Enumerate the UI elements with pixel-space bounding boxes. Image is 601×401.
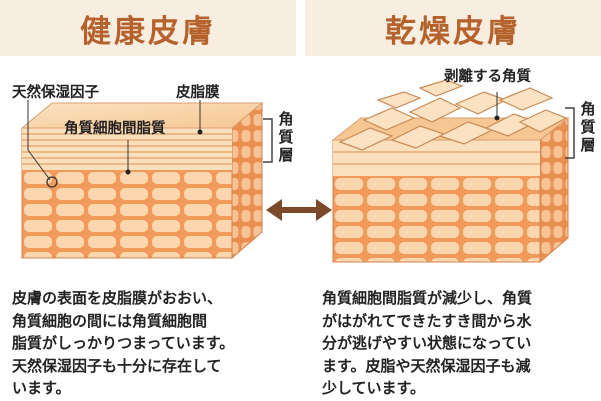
dry-desc-line: 分が逃げやすい状態になってい — [322, 334, 532, 352]
healthy-skin-header: 健康皮膚 — [0, 0, 296, 56]
healthy-desc-line: 皮膚の表面を皮脂膜がおおい、 — [12, 289, 223, 307]
healthy-skin-description: 皮膚の表面を皮脂膜がおおい、 角質細胞の間には角質細胞間 脂質がしっかりつまって… — [12, 287, 297, 400]
flaking-label: 剥離する角質 — [444, 69, 531, 85]
healthy-desc-line: 角質細胞の間には角質細胞間 — [12, 311, 208, 330]
healthy-skin-block — [20, 100, 273, 260]
healthy-desc-line: 脂質がしっかりつまっています。 — [12, 334, 235, 352]
sebum-label: 皮脂膜 — [176, 85, 220, 101]
stratum-corneum-label: 角質層 — [278, 110, 294, 164]
dry-desc-line: 少しています。 — [322, 379, 426, 397]
dry-skin-description: 角質細胞間脂質が減少し、角質 がはがれてできたすき間から水 分が逃げやすい状態に… — [322, 287, 597, 400]
comparison-arrow-icon — [266, 199, 332, 221]
healthy-desc-line: 天然保湿因子も十分に存在して — [12, 356, 222, 375]
healthy-desc-line: います。 — [12, 379, 71, 397]
healthy-skin-title: 健康皮膚 — [80, 13, 216, 50]
dry-skin-title: 乾燥皮膚 — [385, 13, 521, 50]
dry-desc-line: がはがれてできたすき間から水 — [322, 311, 532, 330]
lipid-label: 角質細胞間脂質 — [64, 121, 166, 137]
dry-skin-block — [331, 79, 575, 264]
dry-desc-line: 角質細胞間脂質が減少し、角質 — [322, 289, 533, 307]
nmf-label: 天然保湿因子 — [12, 85, 99, 101]
dry-desc-line: ます。皮脂や天然保湿因子も減 — [322, 356, 531, 375]
dry-stratum-corneum-label: 角質層 — [580, 100, 596, 154]
dry-skin-header: 乾燥皮膚 — [305, 0, 601, 56]
